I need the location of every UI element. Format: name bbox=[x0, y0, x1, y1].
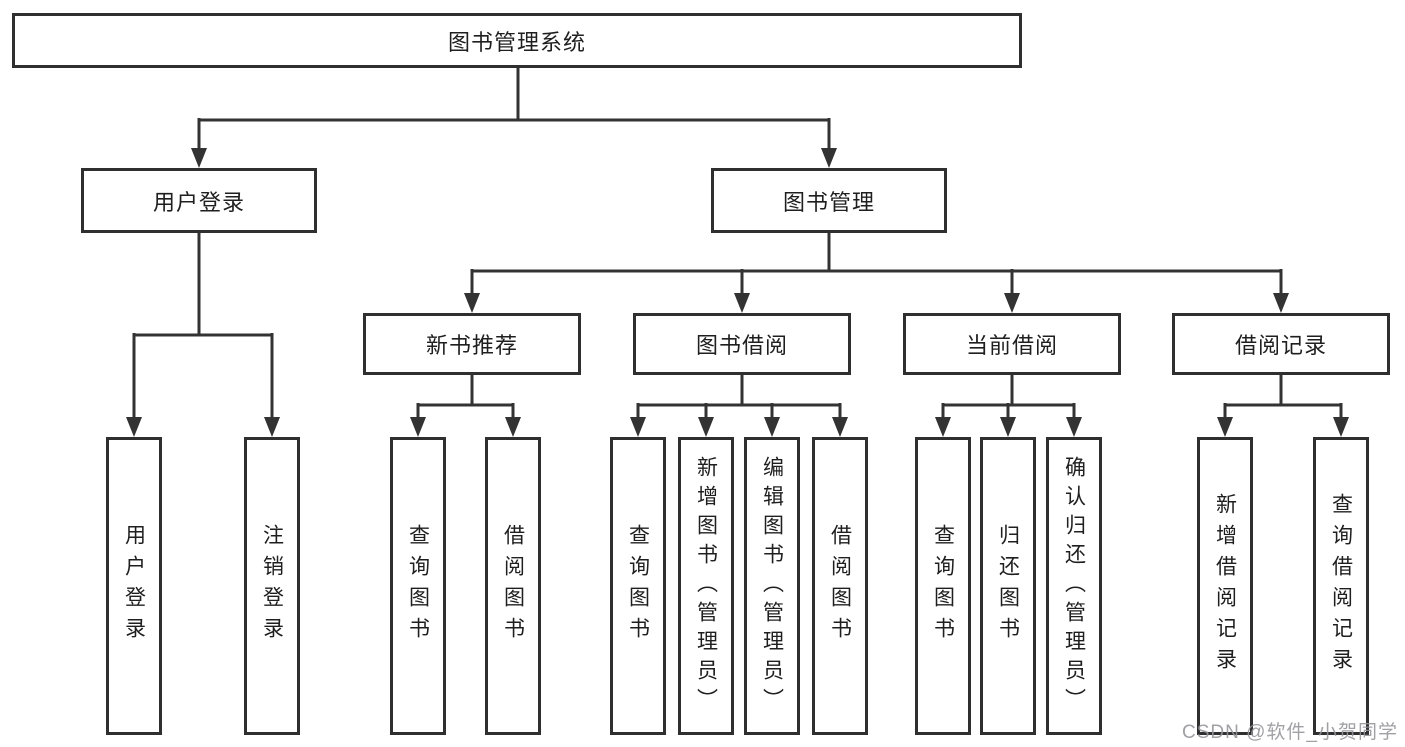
connector-borrow-record-branch bbox=[1217, 375, 1349, 437]
connector-book-borrow-branch bbox=[630, 375, 848, 437]
leaf-newrec-query-book: 查询图书 bbox=[390, 437, 446, 735]
leaf-newrec-borrow-book: 借阅图书 bbox=[485, 437, 541, 735]
node-borrow-record: 借阅记录 bbox=[1172, 313, 1390, 375]
connector-current-borrow-branch bbox=[935, 375, 1082, 437]
leaf-add-borrow-record: 新增借阅记录 bbox=[1197, 437, 1253, 735]
leaf-logout: 注销登录 bbox=[244, 437, 300, 735]
leaf-edit-book-admin: 编辑图书（管理员） bbox=[744, 437, 800, 735]
node-book-mgmt: 图书管理 bbox=[711, 168, 947, 233]
connector-book-mgmt-branch bbox=[464, 233, 1289, 313]
leaf-borrow-query-book: 查询图书 bbox=[610, 437, 666, 735]
connector-new-book-branch bbox=[410, 375, 521, 437]
leaf-confirm-return-admin: 确认归还（管理员） bbox=[1046, 437, 1102, 735]
node-user-login: 用户登录 bbox=[81, 168, 317, 233]
leaf-borrow-book: 借阅图书 bbox=[812, 437, 868, 735]
node-new-book-rec: 新书推荐 bbox=[363, 313, 581, 375]
node-current-borrow: 当前借阅 bbox=[903, 313, 1121, 375]
leaf-return-book: 归还图书 bbox=[980, 437, 1036, 735]
leaf-query-borrow-record: 查询借阅记录 bbox=[1313, 437, 1369, 735]
leaf-add-book-admin: 新增图书（管理员） bbox=[678, 437, 734, 735]
connector-user-login-branch bbox=[126, 233, 280, 437]
leaf-current-query-book: 查询图书 bbox=[915, 437, 971, 735]
connector-root-branch bbox=[191, 68, 837, 168]
node-root: 图书管理系统 bbox=[12, 13, 1022, 68]
node-book-borrow: 图书借阅 bbox=[633, 313, 851, 375]
leaf-user-login: 用户登录 bbox=[106, 437, 162, 735]
